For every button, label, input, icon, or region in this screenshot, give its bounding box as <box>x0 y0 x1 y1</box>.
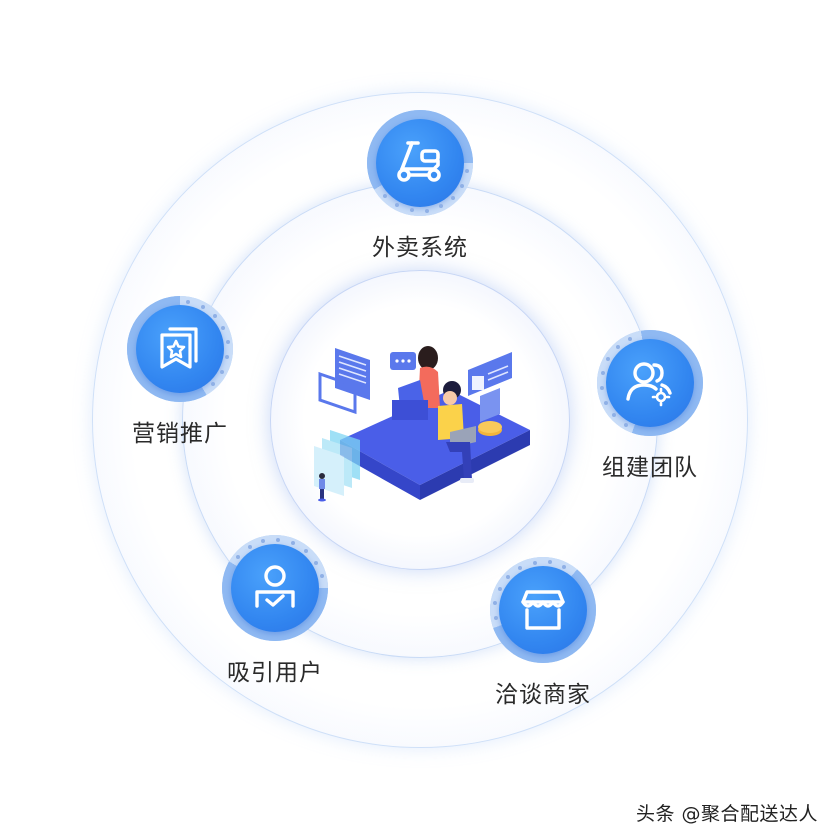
cycle-node-marketing-promotion: 营销推广 <box>120 296 240 448</box>
rim-dot <box>615 345 620 350</box>
badge <box>490 557 596 663</box>
rim-dot <box>220 369 225 374</box>
rim-dot <box>276 538 281 543</box>
rim-dot <box>319 574 324 579</box>
rim-dot <box>624 422 628 427</box>
rim-dot <box>200 304 205 309</box>
cycle-node-build-team: 组建团队 <box>590 330 710 482</box>
rim-dot <box>606 357 611 361</box>
rim-dot <box>547 560 552 565</box>
node-label: 吸引用户 <box>227 660 323 686</box>
node-label: 组建团队 <box>602 455 698 481</box>
rim-dot <box>290 541 295 546</box>
rim-dot <box>518 565 523 570</box>
scooter-icon <box>397 141 441 182</box>
node-label: 外卖系统 <box>372 235 468 261</box>
rim-dot <box>261 539 266 544</box>
rim-dot <box>600 386 605 391</box>
rim-dot <box>612 413 617 418</box>
badge <box>127 296 233 402</box>
watermark: 头条 @聚合配送达人 <box>635 803 818 825</box>
rim-dot <box>409 208 414 213</box>
rim-dot <box>221 325 226 330</box>
rim-dot <box>460 183 465 188</box>
user-check-icon <box>255 565 295 608</box>
rim-dot <box>465 169 470 174</box>
rim-dot <box>225 355 230 360</box>
rim-dot <box>211 381 216 386</box>
rim-dot <box>532 560 537 565</box>
cycle-node-food-delivery-system: 外卖系统 <box>360 110 480 262</box>
star-bookmark-icon <box>160 327 198 369</box>
rim-dot <box>601 371 606 376</box>
rim-dot <box>439 204 444 209</box>
rim-dot <box>493 616 498 621</box>
cycle-node-attract-users: 吸引用户 <box>215 535 335 687</box>
badge <box>367 110 473 216</box>
rim-dot <box>506 574 511 579</box>
rim-dot <box>493 601 498 606</box>
rim-dot <box>303 549 308 554</box>
team-gear-icon <box>626 362 672 407</box>
rim-dot <box>424 208 429 213</box>
rim-dot <box>628 337 633 342</box>
rim-dot <box>383 194 388 199</box>
node-label: 洽谈商家 <box>495 682 591 708</box>
node-label: 营销推广 <box>132 421 228 447</box>
document-panel-icon <box>318 348 370 415</box>
rim-dot <box>451 195 456 200</box>
rim-dot <box>604 400 609 405</box>
storefront-icon <box>521 590 565 630</box>
rim-dot <box>313 560 318 565</box>
badge <box>222 535 328 641</box>
badge <box>597 330 703 436</box>
rim-dot <box>212 313 217 318</box>
rim-dot <box>186 299 191 304</box>
rim-dot <box>395 203 400 208</box>
rim-dot <box>236 555 241 560</box>
rim-dot <box>225 340 230 345</box>
rim-dot <box>247 545 252 550</box>
isometric-office-team-illustration <box>314 346 530 502</box>
cycle-node-negotiate-merchants: 洽谈商家 <box>483 557 603 709</box>
rim-dot <box>562 564 567 569</box>
rim-dot <box>497 586 502 591</box>
